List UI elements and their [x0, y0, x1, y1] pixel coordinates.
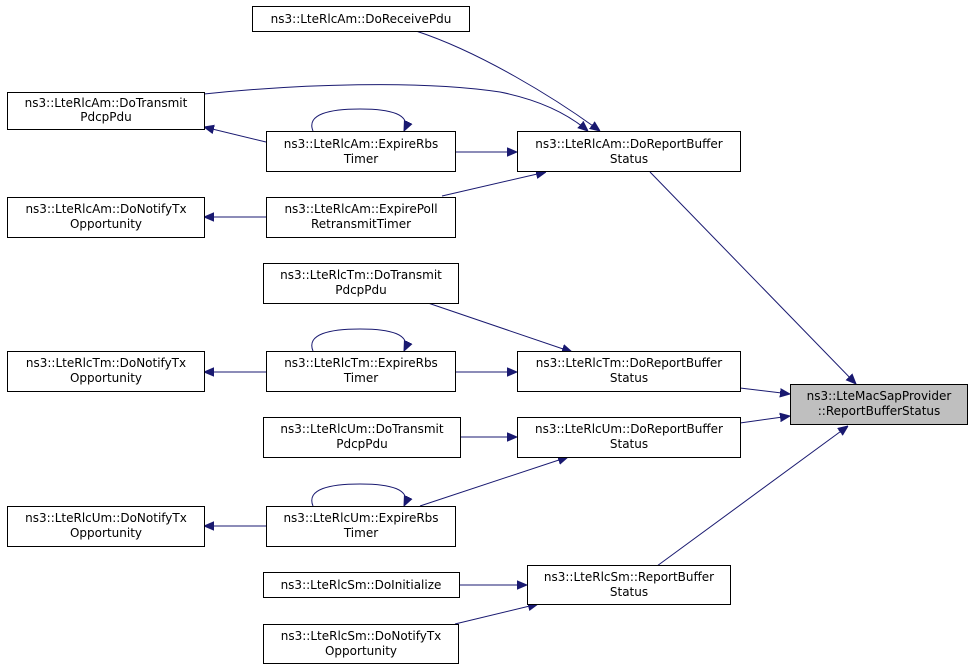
node-label: Timer: [343, 371, 378, 385]
edge-tm-transmit-to-tm-report: [427, 302, 572, 352]
node-um-do-report-buffer-status[interactable]: ns3::LteRlcUm::DoReportBuffer Status: [517, 417, 741, 458]
edge-tm-report-to-mac-report: [739, 387, 790, 394]
node-label: Timer: [343, 526, 378, 540]
edge-am-transmit-to-am-report: [203, 84, 588, 131]
node-tm-do-report-buffer-status[interactable]: ns3::LteRlcTm::DoReportBuffer Status: [517, 351, 741, 392]
node-label: ns3::LteRlcSm::DoNotifyTx: [281, 629, 442, 643]
edge-um-report-to-mac-report: [739, 416, 790, 424]
node-um-expire-rbs-timer[interactable]: ns3::LteRlcUm::ExpireRbs Timer: [266, 506, 456, 547]
node-label: Timer: [343, 152, 378, 166]
node-label: ns3::LteRlcTm::DoNotifyTx: [26, 356, 186, 370]
node-label: Opportunity: [70, 371, 142, 385]
node-label: PdcpPdu: [80, 110, 132, 124]
node-tm-expire-rbs-timer[interactable]: ns3::LteRlcTm::ExpireRbs Timer: [266, 351, 456, 392]
edge-am-report-to-mac-report: [649, 171, 856, 384]
nodes: ns3::LteRlcAm::DoReceivePdu ns3::LteRlcA…: [7, 6, 968, 664]
node-am-do-report-buffer-status[interactable]: ns3::LteRlcAm::DoReportBuffer Status: [517, 131, 741, 172]
node-label: Status: [610, 371, 648, 385]
edge-am-expire-rbs-to-am-transmit: [204, 127, 267, 143]
edge-am-expire-rbs-self-loop: [311, 108, 406, 131]
edges: [203, 30, 856, 625]
edge-sm-report-to-mac-report: [656, 426, 848, 567]
edge-am-receive-to-am-report: [415, 30, 600, 131]
node-label: ns3::LteRlcAm::ExpirePoll: [284, 202, 437, 216]
node-sm-report-buffer-status[interactable]: ns3::LteRlcSm::ReportBuffer Status: [527, 565, 731, 605]
node-label: ns3::LteRlcAm::DoReceivePdu: [271, 12, 452, 26]
node-sm-do-initialize[interactable]: ns3::LteRlcSm::DoInitialize: [263, 572, 460, 598]
node-label: ns3::LteMacSapProvider: [807, 389, 952, 403]
node-sm-do-notify-tx-opportunity[interactable]: ns3::LteRlcSm::DoNotifyTx Opportunity: [263, 624, 459, 664]
node-label: ns3::LteRlcUm::DoReportBuffer: [535, 422, 723, 436]
node-label: Opportunity: [70, 526, 142, 540]
node-label: PdcpPdu: [335, 283, 387, 297]
node-label: ns3::LteRlcAm::DoReportBuffer: [535, 137, 722, 151]
node-am-do-notify-tx-opportunity[interactable]: ns3::LteRlcAm::DoNotifyTx Opportunity: [7, 197, 205, 238]
node-um-do-transmit-pdcp-pdu[interactable]: ns3::LteRlcUm::DoTransmit PdcpPdu: [263, 417, 461, 458]
node-label: ::ReportBufferStatus: [818, 404, 941, 418]
node-label: ns3::LteRlcTm::ExpireRbs: [284, 356, 438, 370]
node-tm-do-notify-tx-opportunity[interactable]: ns3::LteRlcTm::DoNotifyTx Opportunity: [7, 351, 205, 392]
node-label: RetransmitTimer: [311, 217, 411, 231]
edge-tm-expire-self-loop: [311, 328, 406, 351]
node-label: ns3::LteRlcTm::DoReportBuffer: [536, 356, 723, 370]
edge-am-expire-poll-to-am-report: [441, 172, 546, 197]
node-am-expire-poll-retransmit-timer[interactable]: ns3::LteRlcAm::ExpirePoll RetransmitTime…: [266, 197, 456, 238]
node-label: ns3::LteRlcAm::DoTransmit: [25, 96, 188, 110]
node-label: ns3::LteRlcSm::DoInitialize: [281, 578, 442, 592]
node-label: ns3::LteRlcAm::DoNotifyTx: [25, 202, 186, 216]
node-um-do-notify-tx-opportunity[interactable]: ns3::LteRlcUm::DoNotifyTx Opportunity: [7, 506, 205, 547]
node-tm-do-transmit-pdcp-pdu[interactable]: ns3::LteRlcTm::DoTransmit PdcpPdu: [263, 263, 459, 304]
edge-sm-notify-to-sm-report: [454, 604, 538, 625]
node-label: ns3::LteRlcUm::ExpireRbs: [283, 511, 438, 525]
edge-um-expire-self-loop: [311, 483, 406, 506]
node-label: Opportunity: [70, 217, 142, 231]
node-mac-sap-provider-report-buffer-status[interactable]: ns3::LteMacSapProvider ::ReportBufferSta…: [790, 384, 968, 425]
node-am-receive-pdu[interactable]: ns3::LteRlcAm::DoReceivePdu: [252, 6, 470, 32]
edge-um-expire-to-um-report: [419, 457, 568, 507]
node-am-transmit-pdcp-pdu[interactable]: ns3::LteRlcAm::DoTransmit PdcpPdu: [7, 92, 205, 130]
node-label: PdcpPdu: [336, 437, 388, 451]
node-label: ns3::LteRlcSm::ReportBuffer: [544, 570, 714, 584]
node-label: Status: [610, 437, 648, 451]
node-label: Opportunity: [325, 644, 397, 658]
node-label: ns3::LteRlcUm::DoTransmit: [280, 422, 443, 436]
node-label: Status: [610, 585, 648, 599]
node-label: ns3::LteRlcTm::DoTransmit: [280, 268, 442, 282]
node-label: Status: [610, 152, 648, 166]
node-label: ns3::LteRlcAm::ExpireRbs: [284, 137, 439, 151]
node-label: ns3::LteRlcUm::DoNotifyTx: [25, 511, 187, 525]
node-am-expire-rbs-timer[interactable]: ns3::LteRlcAm::ExpireRbs Timer: [266, 131, 456, 172]
